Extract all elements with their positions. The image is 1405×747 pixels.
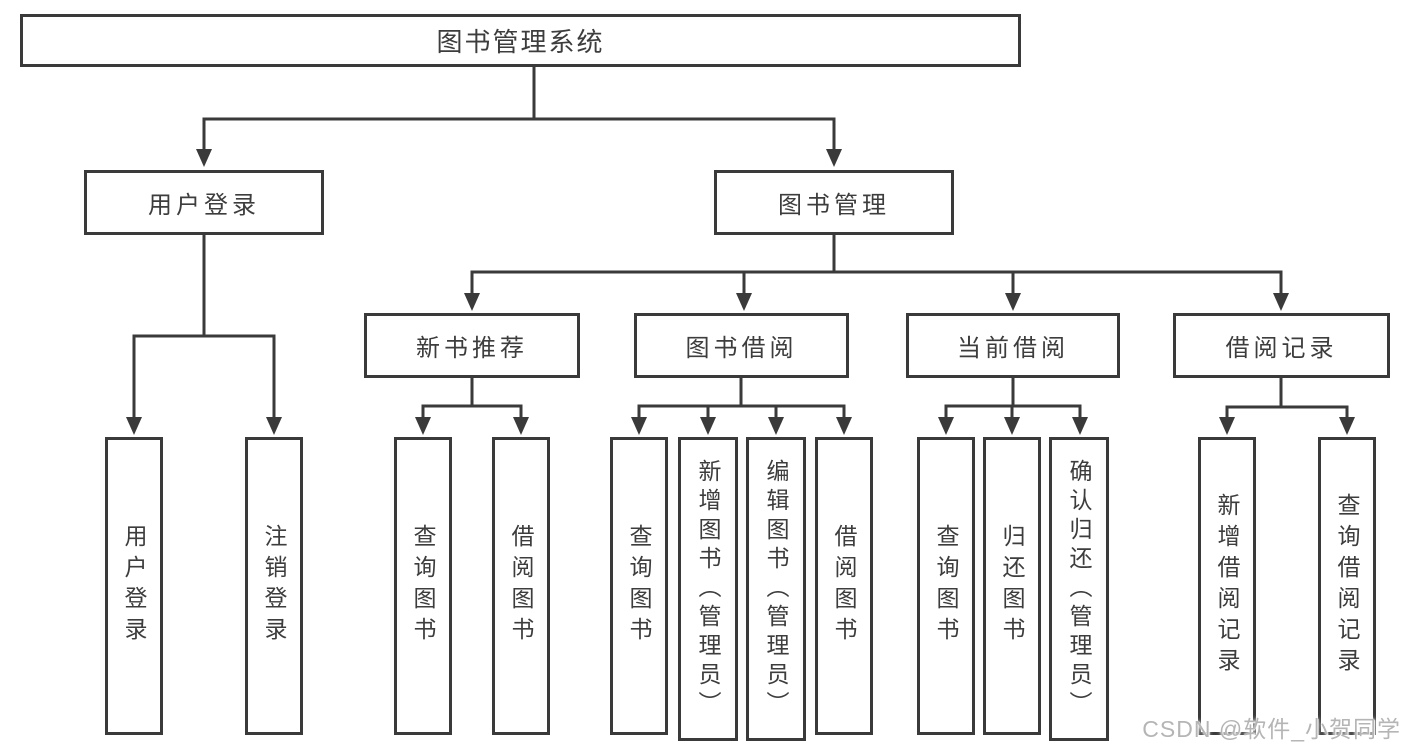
node-root-label: 图书管理系统	[436, 27, 605, 57]
leaf-logout: 注销登录	[245, 437, 303, 735]
connector-book-mgmt-branch	[470, 235, 1283, 299]
leaf-return-books-label: 归还图书	[999, 524, 1025, 648]
connector-book-borrow-branch	[637, 378, 846, 423]
leaf-query-borrow-record-label: 查询借阅记录	[1334, 493, 1360, 679]
connector-new-rec-branch	[421, 378, 523, 423]
node-new-book-recommend: 新书推荐	[364, 313, 580, 378]
connector-cur-borrow-branch	[944, 378, 1082, 423]
connector-user-login-branch	[132, 235, 276, 423]
leaf-borrow-books-recommend-label: 借阅图书	[508, 524, 534, 648]
node-user-login: 用户登录	[84, 170, 324, 235]
node-current-borrowing-label: 当前借阅	[957, 335, 1069, 362]
leaf-add-books-admin: 新增图书（管理员）	[678, 437, 738, 741]
leaf-return-books: 归还图书	[983, 437, 1041, 735]
connector-root-to-level2	[202, 67, 836, 155]
leaf-user-login-label: 用户登录	[121, 524, 147, 648]
leaf-query-borrow-record: 查询借阅记录	[1318, 437, 1376, 735]
leaf-edit-books-admin: 编辑图书（管理员）	[746, 437, 806, 741]
leaf-confirm-return-admin-label: 确认归还（管理员）	[1066, 458, 1092, 720]
leaf-add-borrow-record-label: 新增借阅记录	[1214, 493, 1240, 679]
node-book-borrowing: 图书借阅	[634, 313, 849, 378]
node-borrowing-records-label: 借阅记录	[1225, 335, 1338, 362]
leaf-query-books-recommend: 查询图书	[394, 437, 452, 735]
leaf-user-login: 用户登录	[105, 437, 163, 735]
leaf-query-books-recommend-label: 查询图书	[410, 524, 436, 648]
leaf-query-books-current-label: 查询图书	[933, 524, 959, 648]
arrowheads	[126, 149, 1355, 435]
leaf-query-books-borrowing-label: 查询图书	[626, 524, 652, 648]
node-book-borrowing-label: 图书借阅	[685, 335, 798, 362]
node-current-borrowing: 当前借阅	[906, 313, 1120, 378]
leaf-add-borrow-record: 新增借阅记录	[1198, 437, 1256, 735]
leaf-query-books-borrowing: 查询图书	[610, 437, 668, 735]
node-root: 图书管理系统	[20, 14, 1021, 67]
leaf-add-books-admin-label: 新增图书（管理员）	[695, 458, 721, 720]
csdn-watermark: CSDN @软件_小贺同学	[1142, 716, 1401, 742]
leaf-logout-label: 注销登录	[261, 524, 287, 648]
node-user-login-label: 用户登录	[148, 192, 260, 219]
leaf-edit-books-admin-label: 编辑图书（管理员）	[763, 458, 789, 720]
leaf-borrow-books-recommend: 借阅图书	[492, 437, 550, 735]
leaf-confirm-return-admin: 确认归还（管理员）	[1049, 437, 1109, 741]
connector-borrow-rec-branch	[1225, 378, 1349, 423]
node-new-book-recommend-label: 新书推荐	[416, 335, 528, 362]
node-borrowing-records: 借阅记录	[1173, 313, 1390, 378]
leaf-borrow-books-borrowing-label: 借阅图书	[831, 524, 857, 648]
node-book-management: 图书管理	[714, 170, 954, 235]
leaf-query-books-current: 查询图书	[917, 437, 975, 735]
node-book-management-label: 图书管理	[778, 192, 890, 219]
leaf-borrow-books-borrowing: 借阅图书	[815, 437, 873, 735]
